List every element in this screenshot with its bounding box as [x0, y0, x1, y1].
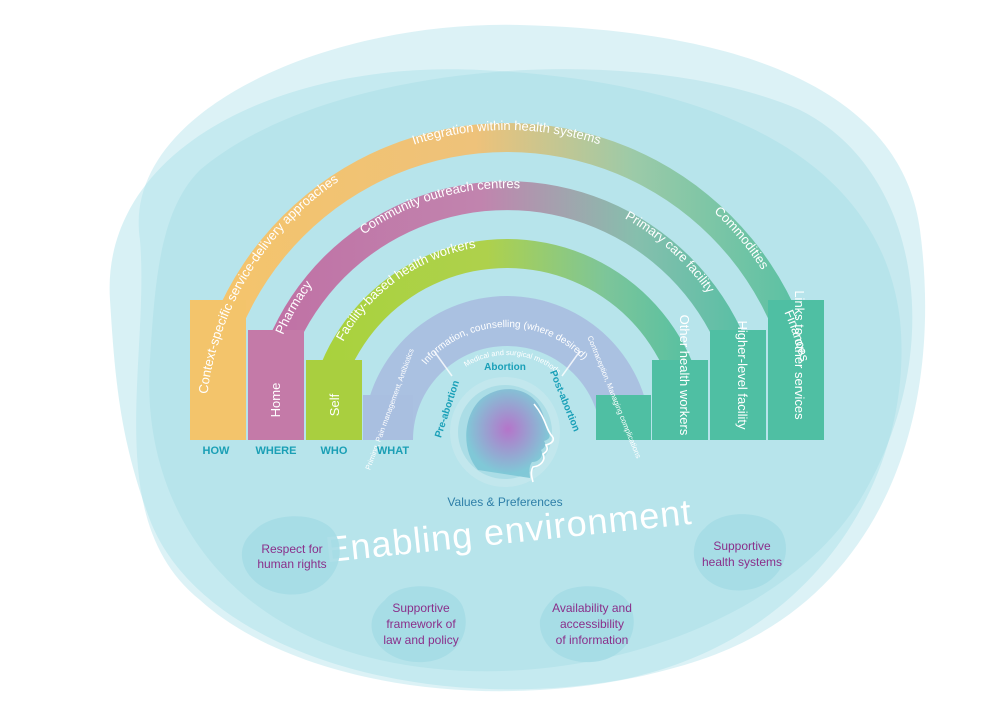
how-right-end: [768, 300, 824, 440]
pillar-law-policy-line2: framework of: [386, 617, 456, 631]
pillar-health-systems: Supportive health systems: [693, 514, 786, 591]
what-left-end: [363, 395, 413, 440]
how-label-4: Links to other services: [792, 290, 807, 420]
pillar-information-line1: Availability and: [552, 601, 632, 615]
who-ring: [306, 239, 708, 440]
pillar-information-line3: of information: [556, 633, 629, 647]
where-label-4: Higher-level facility: [735, 320, 750, 430]
where-label-0: Home: [268, 383, 283, 418]
where-ring: [248, 181, 766, 440]
pillar-health-systems-line2: health systems: [702, 555, 782, 569]
pillar-human-rights-line1: Respect for: [261, 542, 322, 556]
pillar-law-policy-line3: law and policy: [383, 633, 458, 647]
pillar-health-systems-line1: Supportive: [713, 539, 771, 553]
who-right-end: [652, 360, 708, 440]
where-left-end: [248, 330, 304, 440]
tag-how: HOW: [203, 445, 231, 457]
how-left-end: [190, 300, 246, 440]
what-right-end: [596, 395, 651, 440]
tag-where: WHERE: [256, 445, 297, 457]
what-dividers: [433, 350, 581, 377]
pillar-human-rights: Respect for human rights: [241, 516, 340, 595]
pillar-law-policy: Supportive framework of law and policy: [371, 586, 466, 663]
pillar-information: Availability and accessibility of inform…: [539, 586, 634, 663]
where-right-end: [710, 330, 766, 440]
tag-who: WHO: [321, 445, 348, 457]
values-preferences-label: Values & Preferences: [447, 495, 562, 509]
pillar-law-policy-line1: Supportive: [392, 601, 450, 615]
tag-what: WHAT: [377, 445, 409, 457]
pillar-human-rights-line2: human rights: [257, 557, 326, 571]
head-profile-icon: [450, 377, 560, 487]
who-label-2: Other health workers: [677, 315, 692, 436]
pillar-information-line2: accessibility: [560, 617, 624, 631]
who-label-0: Self: [327, 393, 342, 416]
stage-abortion: Abortion: [484, 362, 526, 373]
what-ring: [363, 296, 651, 440]
who-left-end: [306, 360, 362, 440]
